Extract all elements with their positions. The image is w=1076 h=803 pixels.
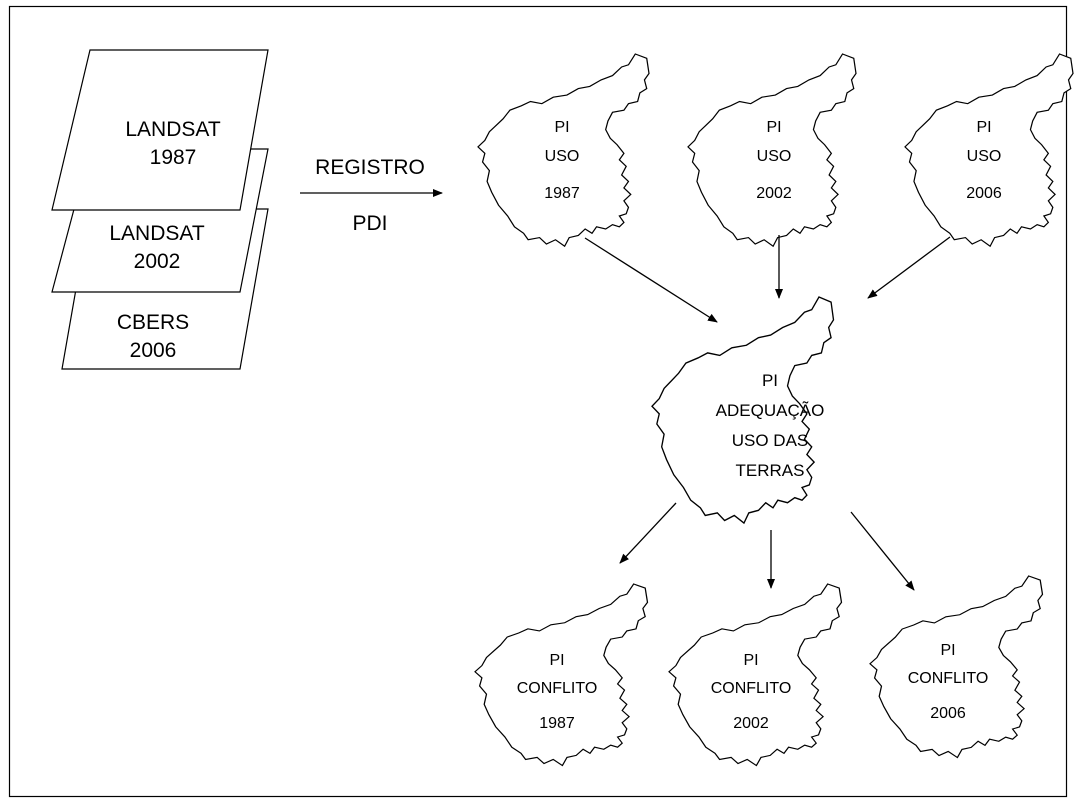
uso-label: USO — [756, 148, 792, 165]
pdi-label: PDI — [352, 212, 388, 235]
arrow-adequacy-to-conflict-1987 — [619, 502, 677, 564]
uso-label: USO — [966, 148, 1002, 165]
stack-name: CBERS — [116, 311, 190, 334]
conflito-label: CONFLITO — [907, 670, 989, 687]
conflito-label: CONFLITO — [710, 680, 792, 697]
arrow-uso-1987-to-adequacy — [584, 237, 718, 323]
adequacy-line1: ADEQUAÇÃO — [715, 401, 825, 420]
uso-year: 1987 — [544, 185, 580, 202]
uso-pi: PI — [554, 119, 570, 136]
stack-name: LANDSAT — [125, 118, 221, 141]
stack-name: LANDSAT — [109, 222, 205, 245]
uso-1987-label: PI USO 1987 — [512, 118, 612, 204]
stack-label-2006: CBERS 2006 — [78, 309, 228, 365]
conflito-pi: PI — [549, 652, 565, 669]
adequacy-line2: USO DAS — [731, 431, 809, 450]
stack-year: 2006 — [129, 339, 177, 362]
conflito-pi: PI — [743, 652, 759, 669]
stack-sheet-landsat-1987 — [51, 49, 269, 211]
stack-year: 1987 — [149, 146, 197, 169]
stack-year: 2002 — [133, 250, 181, 273]
adequacy-pi: PI — [761, 371, 779, 390]
uso-year: 2006 — [966, 185, 1002, 202]
conflito-year: 1987 — [539, 715, 575, 732]
uso-label: USO — [544, 148, 580, 165]
register-label: REGISTRO — [315, 156, 425, 179]
adequacy-label: PI ADEQUAÇÃO USO DAS TERRAS — [690, 371, 850, 481]
stack-label-2002: LANDSAT 2002 — [82, 220, 232, 276]
adequacy-line3: TERRAS — [735, 461, 805, 480]
conflito-2006-label: PI CONFLITO 2006 — [888, 641, 1008, 724]
arrow-uso-2006-to-adequacy — [867, 236, 951, 299]
conflito-pi: PI — [940, 642, 956, 659]
conflito-year: 2006 — [930, 705, 966, 722]
conflito-1987-label: PI CONFLITO 1987 — [497, 651, 617, 734]
uso-2002-label: PI USO 2002 — [724, 118, 824, 204]
uso-pi: PI — [766, 119, 782, 136]
conflito-year: 2002 — [733, 715, 769, 732]
conflito-label: CONFLITO — [516, 680, 598, 697]
uso-pi: PI — [976, 119, 992, 136]
uso-2006-label: PI USO 2006 — [934, 118, 1034, 204]
diagram-frame — [8, 5, 1068, 798]
arrow-adequacy-to-conflict-2006 — [850, 511, 915, 591]
conflito-2002-label: PI CONFLITO 2002 — [691, 651, 811, 734]
uso-year: 2002 — [756, 185, 792, 202]
stack-label-1987: LANDSAT 1987 — [98, 116, 248, 172]
